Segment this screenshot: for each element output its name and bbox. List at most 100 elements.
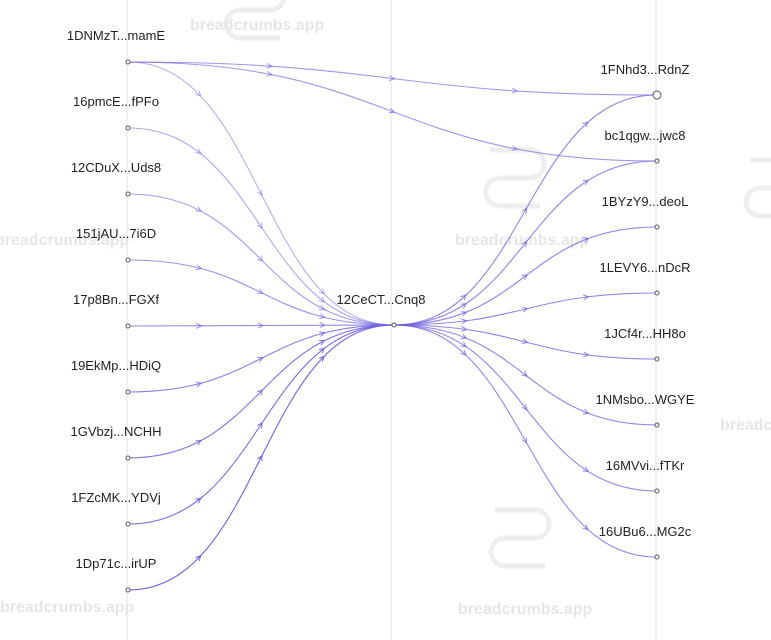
- arrow-icon: [521, 403, 528, 411]
- flow-link[interactable]: [127, 324, 395, 327]
- right-node[interactable]: 16UBu6...MG2c: [599, 524, 692, 560]
- node-label[interactable]: 1LEVY6...nDcR: [599, 260, 690, 275]
- watermark-text: breadcrumbs.app: [720, 417, 771, 434]
- node-dot[interactable]: [125, 587, 131, 593]
- flow-link[interactable]: [127, 127, 395, 326]
- arrow-icon: [521, 207, 528, 214]
- node-label[interactable]: 19EkMp...HDiQ: [71, 358, 161, 373]
- flow-link[interactable]: [127, 324, 395, 393]
- arrow-icon: [582, 466, 590, 473]
- left-node[interactable]: 1FZcMK...YDVj: [71, 490, 161, 527]
- flow-link[interactable]: [393, 226, 658, 326]
- flow-link[interactable]: [393, 324, 658, 558]
- node-dot[interactable]: [654, 554, 660, 560]
- arrow-icon: [195, 206, 203, 212]
- node-label[interactable]: 1FZcMK...YDVj: [71, 490, 161, 505]
- node-label[interactable]: 151jAU...7i6D: [76, 226, 156, 241]
- node-dot[interactable]: [125, 323, 131, 329]
- left-node[interactable]: 17p8Bn...FGXf: [73, 292, 159, 329]
- flow-link[interactable]: [127, 193, 395, 326]
- right-node[interactable]: 1FNhd3...RdnZ: [601, 62, 690, 100]
- arrow-icon: [460, 341, 468, 348]
- node-label[interactable]: 1FNhd3...RdnZ: [601, 62, 690, 77]
- arrow-icon: [460, 349, 467, 356]
- node-dot[interactable]: [125, 389, 131, 395]
- right-node[interactable]: 1NMsbo...WGYE: [596, 392, 695, 428]
- node-label[interactable]: bc1qgw...jwc8: [605, 128, 686, 143]
- flow-link[interactable]: [393, 324, 658, 492]
- arrow-icon: [318, 296, 326, 303]
- node-dot[interactable]: [654, 356, 660, 362]
- right-node[interactable]: bc1qgw...jwc8: [605, 128, 686, 164]
- arrow-icon: [318, 288, 325, 295]
- node-label[interactable]: 16MVvi...fTKr: [606, 458, 685, 473]
- watermark-logo: breadcrumbs.app: [0, 232, 129, 249]
- node-label[interactable]: 17p8Bn...FGXf: [73, 292, 159, 307]
- flow-link[interactable]: [127, 61, 658, 96]
- node-dot[interactable]: [652, 90, 662, 100]
- flow-link[interactable]: [127, 324, 395, 459]
- arrow-icon: [521, 240, 528, 248]
- arrow-icon: [461, 325, 468, 332]
- flow-link[interactable]: [127, 324, 395, 591]
- right-node[interactable]: 16MVvi...fTKr: [606, 458, 685, 494]
- arrow-icon: [318, 347, 326, 354]
- node-dot[interactable]: [654, 224, 660, 230]
- watermark-text: breadcrumbs.app: [0, 232, 129, 249]
- flow-link[interactable]: [127, 324, 395, 525]
- node-dot[interactable]: [654, 422, 660, 428]
- node-dot[interactable]: [391, 322, 397, 328]
- left-node[interactable]: 1GVbzj...NCHH: [70, 424, 162, 461]
- node-dot[interactable]: [125, 455, 131, 461]
- node-label[interactable]: 16pmcE...fPFo: [73, 94, 159, 109]
- node-label[interactable]: 1BYzY9...deoL: [602, 194, 689, 209]
- arrow-icon: [521, 306, 529, 313]
- node-dot[interactable]: [654, 488, 660, 494]
- node-dot[interactable]: [125, 125, 131, 131]
- flow-link[interactable]: [393, 324, 658, 426]
- node-dot[interactable]: [125, 521, 131, 527]
- left-node[interactable]: 151jAU...7i6D: [76, 226, 156, 263]
- flow-link[interactable]: [127, 61, 395, 326]
- left-node[interactable]: 19EkMp...HDiQ: [71, 358, 161, 395]
- arrow-icon: [319, 322, 326, 329]
- arrow-icon: [257, 288, 264, 294]
- node-label[interactable]: 16UBu6...MG2c: [599, 524, 692, 539]
- node-dot[interactable]: [125, 59, 131, 65]
- node-label[interactable]: 1Dp71c...irUP: [76, 556, 157, 571]
- flow-link[interactable]: [393, 94, 658, 326]
- node-dot[interactable]: [654, 290, 660, 296]
- right-node[interactable]: 1BYzY9...deoL: [602, 194, 689, 230]
- left-node[interactable]: 12CDuX...Uds8: [71, 160, 161, 197]
- right-node[interactable]: 1LEVY6...nDcR: [599, 260, 691, 296]
- watermark-text: breadcrumbs.app: [455, 232, 589, 249]
- node-dot[interactable]: [125, 257, 131, 263]
- flow-link[interactable]: [393, 160, 658, 326]
- node-label[interactable]: 1DNMzT...mamE: [67, 28, 166, 43]
- arrow-icon: [195, 264, 203, 271]
- node-label[interactable]: 12CDuX...Uds8: [71, 160, 161, 175]
- node-label[interactable]: 1JCf4r...HH8o: [604, 326, 686, 341]
- left-node[interactable]: 1DNMzT...mamE: [67, 28, 166, 65]
- arrow-icon: [521, 437, 528, 444]
- arrow-icon: [257, 454, 263, 462]
- arrow-icon: [582, 524, 589, 531]
- flow-link[interactable]: [393, 292, 658, 326]
- node-label[interactable]: 1NMsbo...WGYE: [596, 392, 695, 407]
- node-label[interactable]: 1GVbzj...NCHH: [70, 424, 161, 439]
- flow-link[interactable]: [127, 61, 658, 162]
- node-label[interactable]: 12CeCT...Cnq8: [337, 292, 426, 307]
- arrow-icon: [196, 322, 203, 329]
- center-node[interactable]: 12CeCT...Cnq8: [337, 292, 426, 328]
- flow-link[interactable]: [393, 324, 658, 360]
- right-node[interactable]: 1JCf4r...HH8o: [604, 326, 686, 362]
- node-dot[interactable]: [125, 191, 131, 197]
- arrow-icon: [318, 355, 325, 362]
- left-node[interactable]: 16pmcE...fPFo: [73, 94, 159, 131]
- node-dot[interactable]: [654, 158, 660, 164]
- arrow-icon: [195, 148, 202, 155]
- left-node[interactable]: 1Dp71c...irUP: [76, 556, 157, 593]
- arrow-icon: [460, 294, 467, 301]
- flow-link[interactable]: [127, 259, 395, 326]
- arrow-icon: [257, 189, 263, 197]
